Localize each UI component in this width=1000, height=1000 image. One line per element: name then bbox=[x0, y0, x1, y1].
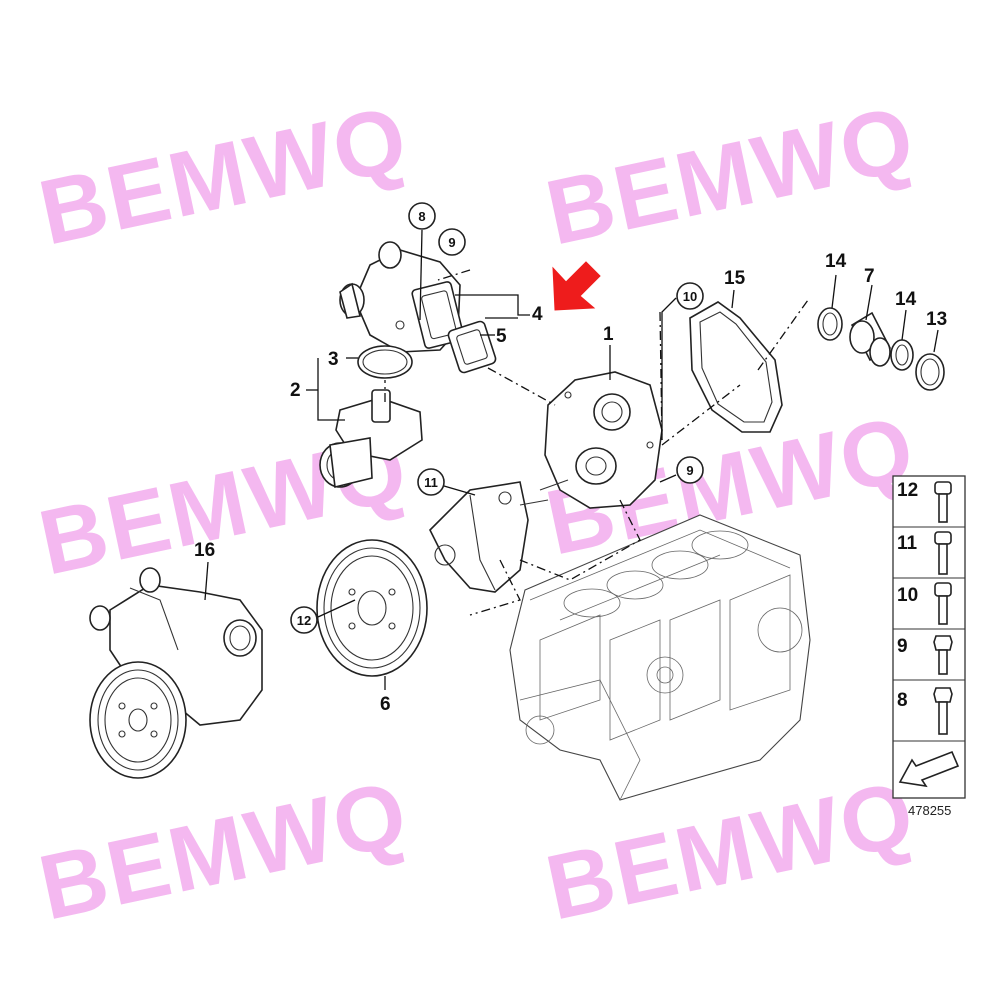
legend-frame bbox=[892, 475, 966, 799]
callout-4: 4 bbox=[532, 304, 543, 325]
callout-6: 6 bbox=[380, 694, 391, 715]
callout-14-right: 14 bbox=[895, 289, 917, 310]
callout-circle bbox=[290, 606, 318, 634]
seal-rings-drawing bbox=[817, 307, 945, 391]
callout-14-left: 14 bbox=[825, 251, 847, 272]
thermostat-2-drawing bbox=[319, 389, 423, 488]
fastener-legend: 12 11 10 9 8 bbox=[892, 475, 966, 799]
red-arrow-indicator bbox=[552, 261, 601, 311]
callout-3: 3 bbox=[328, 349, 339, 370]
water-pump-assembly-16-drawing bbox=[89, 567, 263, 779]
o-ring-3-drawing bbox=[357, 345, 413, 379]
diagram-reference-number: 478255 bbox=[908, 803, 951, 818]
gasket-5-drawing bbox=[447, 320, 497, 374]
watermark-text: BEMWQ bbox=[31, 87, 417, 264]
callout-circle bbox=[676, 282, 704, 310]
thermostat-housing-drawing bbox=[339, 241, 465, 353]
watermark-text: BEMWQ bbox=[538, 762, 924, 939]
assembly-lines bbox=[384, 269, 809, 616]
bolt-8-icon bbox=[933, 687, 953, 735]
watermark-text: BEMWQ bbox=[538, 87, 924, 264]
callout-16: 16 bbox=[194, 540, 215, 561]
callout-13: 13 bbox=[926, 309, 947, 330]
bolt-9-icon bbox=[933, 635, 953, 675]
engine-block-drawing bbox=[509, 514, 811, 801]
callout-5: 5 bbox=[496, 326, 507, 347]
callout-10: 10 bbox=[683, 289, 697, 304]
legend-number-8: 8 bbox=[897, 690, 908, 711]
gasket-15-drawing bbox=[689, 301, 783, 433]
callout-8: 8 bbox=[418, 209, 425, 224]
leader-lines bbox=[204, 229, 939, 690]
callout-11: 11 bbox=[424, 475, 438, 490]
red-arrow-icon bbox=[552, 261, 601, 311]
callout-9-pump: 9 bbox=[686, 463, 693, 478]
callout-12: 12 bbox=[297, 613, 311, 628]
callout-circle bbox=[676, 456, 704, 484]
callout-circle bbox=[417, 468, 445, 496]
callout-2: 2 bbox=[290, 380, 301, 401]
bolt-11-icon bbox=[934, 531, 952, 575]
bracket-11-drawing bbox=[429, 481, 549, 593]
callout-7: 7 bbox=[864, 266, 875, 287]
legend-number-11: 11 bbox=[897, 533, 918, 554]
legend-number-10: 10 bbox=[897, 585, 918, 606]
bolt-12-icon bbox=[934, 481, 952, 523]
callout-15: 15 bbox=[724, 268, 746, 289]
direction-arrow-icon bbox=[898, 750, 960, 788]
callout-9-top: 9 bbox=[448, 235, 455, 250]
watermark-text: BEMWQ bbox=[31, 762, 417, 939]
legend-number-12: 12 bbox=[897, 480, 918, 501]
callout-labels: 8 9 4 5 3 2 1 10 15 14 7 14 13 9 11 16 bbox=[194, 202, 947, 715]
bolt-10-icon bbox=[934, 582, 952, 625]
callout-circle bbox=[408, 202, 436, 230]
legend-number-9: 9 bbox=[897, 636, 908, 657]
pulley-6-drawing bbox=[316, 539, 428, 677]
callout-circle bbox=[438, 228, 466, 256]
callout-1: 1 bbox=[603, 324, 614, 345]
water-pump-1-drawing bbox=[539, 371, 663, 509]
